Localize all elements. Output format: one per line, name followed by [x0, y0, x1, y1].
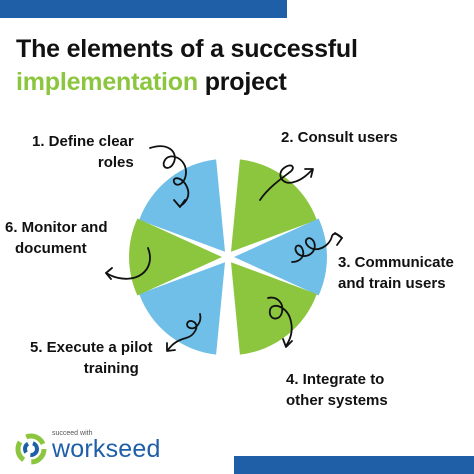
title-highlight: implementation: [16, 68, 198, 96]
page-title: The elements of a successful implementat…: [16, 33, 456, 99]
step-2-label: 2. Consult users: [281, 129, 398, 146]
arrow-1-icon: [149, 145, 190, 208]
title-rest: project: [197, 68, 287, 96]
segment-4-integrate: [231, 262, 317, 355]
segment-6-monitor: [129, 218, 222, 296]
workseed-logo-icon: [15, 433, 47, 465]
step-3-label: 3. Communicate and train users: [338, 254, 454, 292]
step-4-label: 4. Integrate to other systems: [286, 371, 388, 409]
title-line-1: The elements of a successful: [16, 35, 358, 63]
arrow-3-icon: [291, 232, 343, 263]
top-accent-bar: [0, 0, 287, 18]
step-5-label: 5. Execute a pilot training: [30, 339, 153, 377]
arrow-6-icon: [105, 247, 151, 280]
bottom-accent-bar: [234, 456, 474, 474]
segment-2-consult-users: [231, 159, 317, 252]
logo-wordmark: workseed: [52, 435, 161, 463]
segment-5-execute-pilot: [139, 262, 225, 355]
arrow-2-icon: [259, 164, 314, 201]
arrow-4-icon: [267, 296, 293, 348]
segment-3-communicate: [234, 218, 327, 296]
step-1-label: 1. Define clear roles: [32, 133, 134, 171]
step-6-label: 6. Monitor and document: [5, 219, 108, 257]
logo-tagline: succeed with: [52, 430, 93, 437]
arrow-5-icon: [166, 313, 202, 352]
